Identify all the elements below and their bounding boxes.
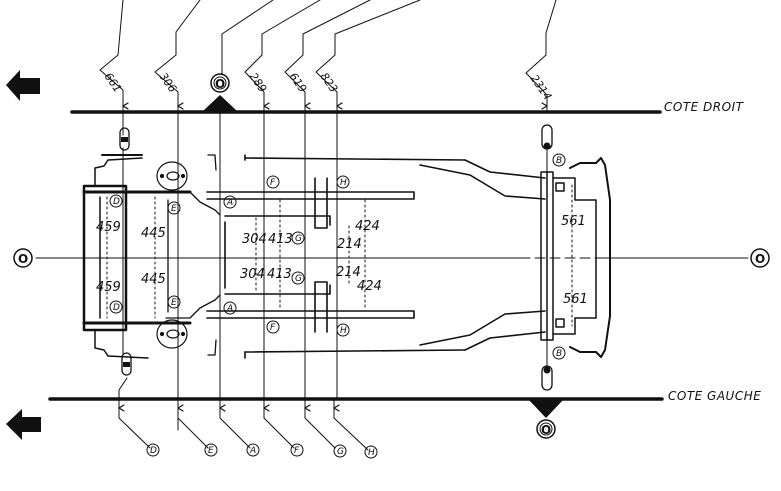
side-label-right: COTE DROIT: [664, 100, 745, 114]
dim-a-lower: 304: [240, 267, 265, 282]
dim-b-lower: 561: [563, 292, 588, 307]
wheel-hub: [156, 161, 188, 191]
dim-e-upper: 445: [141, 226, 166, 241]
point-label-g: G: [295, 234, 302, 244]
point-label-b: B: [556, 156, 562, 166]
dim-e-lower: 445: [141, 272, 166, 287]
dim-d-lower: 459: [96, 280, 121, 295]
point-label-a: A: [226, 198, 233, 208]
side-label-left: COTE GAUCHE: [668, 389, 761, 403]
callout-value-f: 289: [247, 70, 270, 95]
dim-b-upper: 561: [561, 214, 586, 229]
arrow-left-icon: [6, 70, 40, 101]
point-label-b: B: [556, 349, 562, 359]
front-crossmember: [82, 154, 192, 359]
point-label-d: D: [113, 303, 120, 313]
reference-triangle-bottom: [529, 400, 563, 418]
front-arms: [165, 154, 221, 356]
point-label-a: A: [226, 304, 233, 314]
dim-a-upper: 304: [242, 232, 267, 247]
bottom-leaders: [118, 377, 369, 451]
reference-label-bottom: O: [541, 423, 551, 437]
bottom-callout-d: D: [150, 446, 157, 456]
reference-circle-bottom: [536, 419, 556, 439]
callout-value-b: 2314: [528, 72, 555, 102]
callout-value-e: 306: [157, 70, 180, 95]
point-label-d: D: [113, 197, 120, 207]
point-label-f: F: [270, 323, 276, 333]
dim-d-upper: 459: [96, 220, 121, 235]
reference-label-top: O: [215, 77, 225, 91]
centerline-marker-left: [13, 248, 33, 268]
reference-circle-top: [210, 73, 230, 93]
centerline-label-right: O: [755, 252, 765, 266]
point-label-g: G: [295, 274, 302, 284]
lamp-icon: [119, 127, 130, 151]
bottom-callout-h: H: [368, 448, 375, 458]
dimension-lines: [106, 184, 573, 327]
bottom-callout-f: F: [294, 446, 300, 456]
bottom-callout-g: G: [337, 447, 344, 457]
frame-point-labels: [109, 153, 566, 459]
lamp-icon: [541, 124, 553, 150]
dim-g-upper: 214: [337, 237, 362, 252]
wheel-hub: [156, 319, 188, 349]
side-rails: [206, 154, 546, 359]
dim-h-lower: 424: [357, 279, 382, 294]
dim-f-upper: 413: [268, 232, 293, 247]
callout-value-g: 619: [287, 70, 310, 95]
bottom-callout-a: A: [249, 446, 256, 456]
point-label-e: E: [171, 204, 177, 214]
arrow-left-icon: [6, 409, 41, 440]
centerline-label-left: O: [18, 252, 28, 266]
rear-crossmember: [540, 157, 611, 358]
centerline-marker-right: [750, 248, 770, 268]
lamp-icon: [121, 352, 132, 376]
tick-marks: [118, 102, 548, 412]
dim-h-upper: 424: [355, 219, 380, 234]
dim-f-lower: 413: [267, 267, 292, 282]
lamp-icon: [541, 365, 553, 391]
reference-triangle-top: [203, 95, 237, 111]
point-label-e: E: [171, 298, 177, 308]
bottom-callout-e: E: [208, 446, 214, 456]
point-label-h: H: [340, 326, 347, 336]
frame-point-letters: D D E E A A F F G G H H B B D E A F G H: [113, 156, 562, 458]
dim-g-lower: 214: [336, 265, 361, 280]
station-lines: [122, 111, 548, 400]
point-label-h: H: [340, 178, 347, 188]
point-label-f: F: [270, 178, 276, 188]
